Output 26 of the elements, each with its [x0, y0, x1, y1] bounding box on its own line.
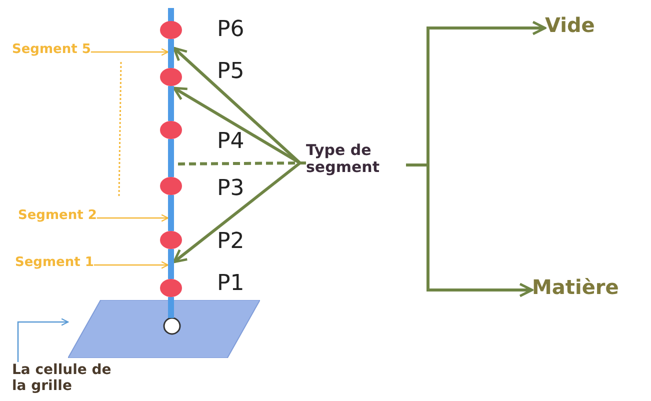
arrow: [172, 162, 306, 264]
line-segment: [168, 297, 174, 318]
segment-label: Segment 2: [18, 209, 97, 224]
line-segment: [168, 139, 174, 177]
line-segment: [168, 195, 174, 231]
line-segment: [168, 249, 174, 279]
arrow: [94, 261, 169, 269]
point-label: P5: [217, 61, 244, 83]
point-label: P4: [217, 131, 244, 153]
point-label: P6: [217, 19, 244, 41]
segment-label: Segment 5: [12, 43, 91, 58]
type-label: Type de segment: [306, 142, 406, 176]
arrow: [96, 214, 169, 222]
line-segment: [168, 86, 174, 121]
cell-label: La cellule de la grille: [12, 362, 122, 394]
category-label: Vide: [545, 14, 595, 37]
category-label: Matière: [532, 276, 619, 299]
segment-label: Segment 1: [15, 256, 94, 271]
arrow: [406, 164, 534, 298]
point-label: P2: [217, 231, 244, 253]
point-label: P3: [217, 178, 244, 200]
point-label: P1: [217, 273, 244, 295]
grid-cell: [68, 300, 260, 358]
arrow: [17, 318, 69, 362]
arrow: [90, 48, 169, 56]
line-segment: [168, 39, 174, 68]
